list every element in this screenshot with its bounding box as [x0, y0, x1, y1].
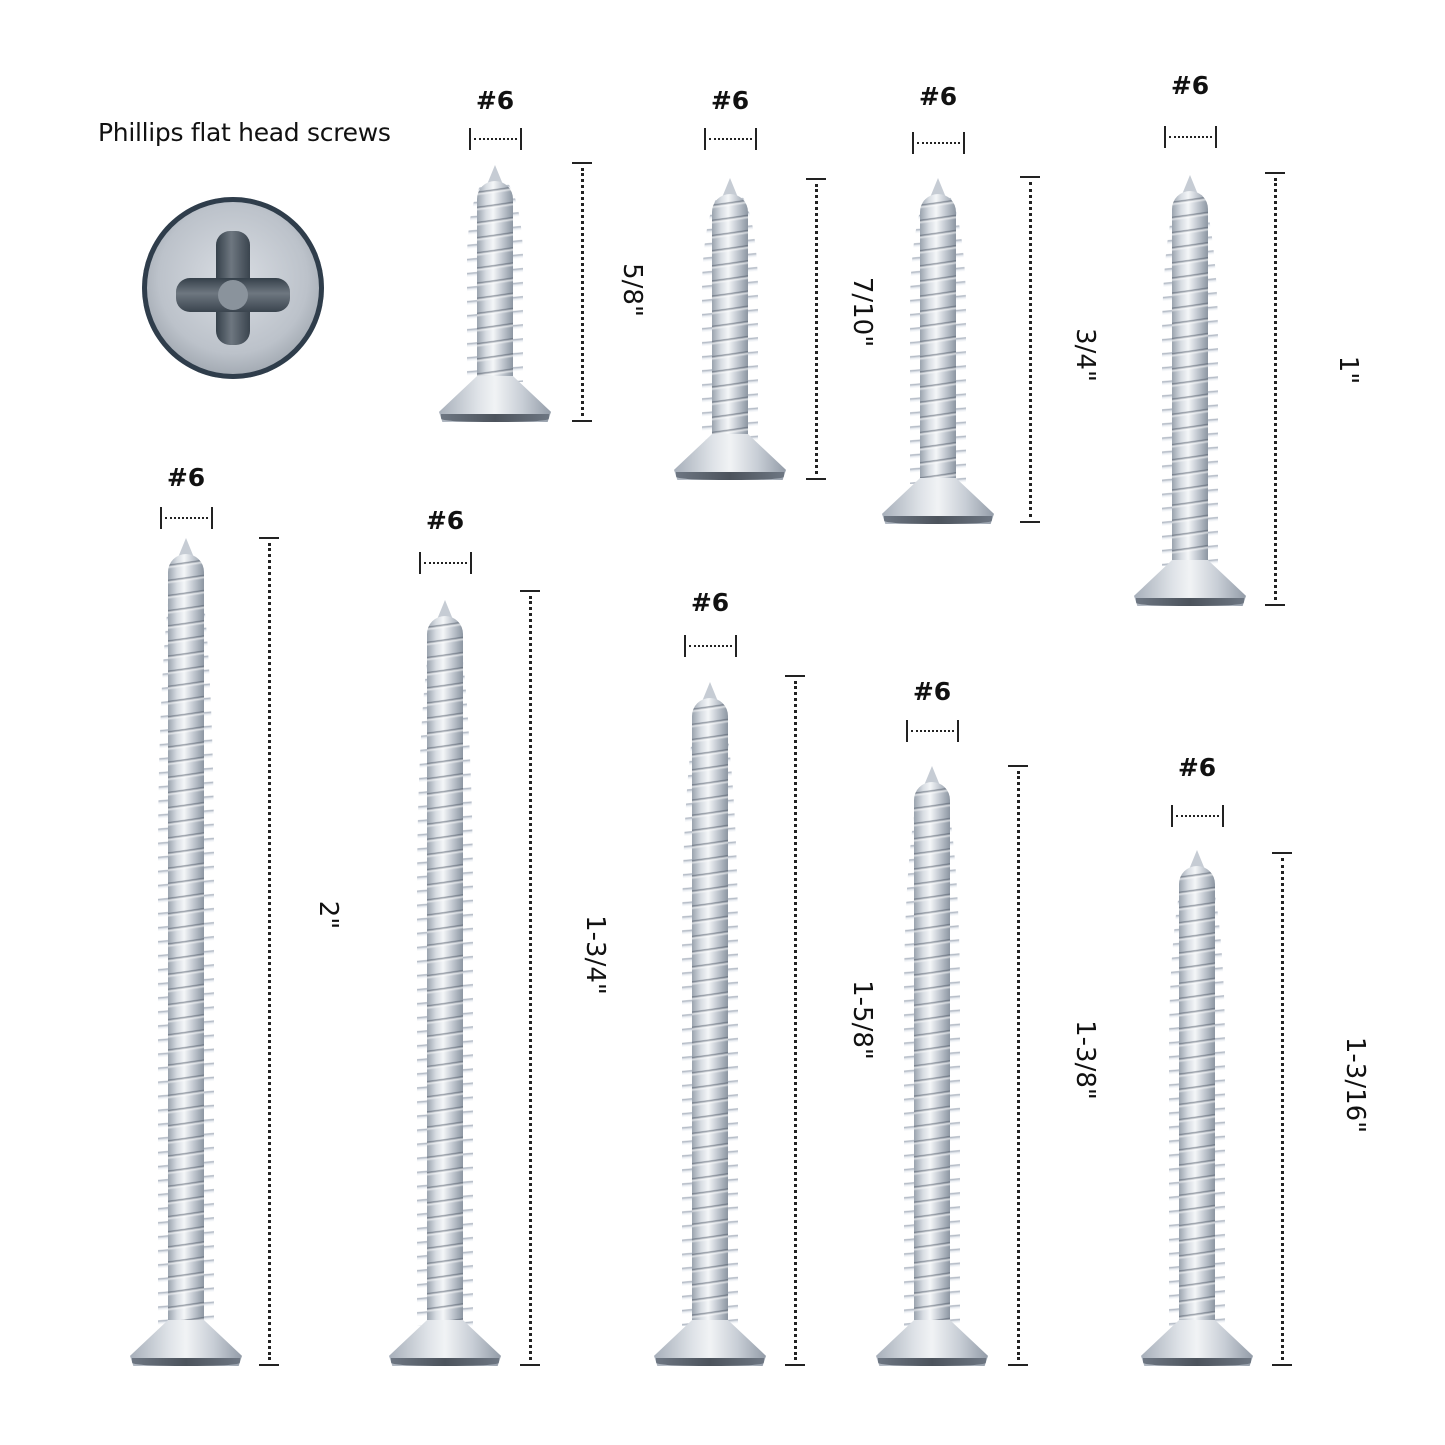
screw-shank: [692, 698, 728, 1326]
length-dimension-line: [1008, 765, 1028, 1366]
diameter-marker: [1164, 126, 1217, 148]
length-label: 1-3/8": [1070, 1020, 1100, 1100]
length-dimension-line: [1265, 172, 1285, 606]
length-dimension-line: [1272, 852, 1292, 1366]
flat-head-screw-icon: [385, 600, 505, 1366]
length-label: 1-3/4": [580, 915, 610, 995]
product-title: Phillips flat head screws: [98, 118, 391, 147]
gauge-label: #6: [710, 86, 750, 115]
diameter-marker: [912, 132, 965, 154]
gauge-label: #6: [425, 506, 465, 535]
flat-head-screw-icon: [1137, 850, 1257, 1366]
countersunk-head: [882, 478, 994, 524]
length-dimension-line: [1020, 176, 1040, 523]
diameter-marker: [906, 720, 959, 742]
gauge-label: #6: [690, 588, 730, 617]
screw-shank: [168, 554, 204, 1326]
screw-shank: [712, 194, 748, 440]
length-dimension-line: [259, 537, 279, 1366]
diameter-marker: [160, 507, 213, 529]
length-label: 5/8": [617, 263, 647, 317]
phillips-cross-center: [218, 280, 248, 310]
screw-shank: [1172, 191, 1208, 566]
phillips-head-top-view: [142, 197, 324, 379]
gauge-label: #6: [166, 463, 206, 492]
countersunk-head: [876, 1320, 988, 1366]
length-label: 1": [1333, 355, 1363, 385]
countersunk-head: [674, 434, 786, 480]
length-label: 1-3/16": [1340, 1036, 1370, 1134]
length-label: 2": [313, 900, 343, 930]
flat-head-screw-icon: [670, 178, 790, 480]
length-dimension-line: [806, 178, 826, 480]
length-label: 3/4": [1070, 328, 1100, 382]
flat-head-screw-icon: [878, 178, 998, 524]
countersunk-head: [654, 1320, 766, 1366]
diameter-marker: [419, 552, 472, 574]
screw-shank: [914, 782, 950, 1326]
gauge-label: #6: [918, 82, 958, 111]
flat-head-screw-icon: [126, 538, 246, 1366]
countersunk-head: [389, 1320, 501, 1366]
length-dimension-line: [785, 675, 805, 1366]
screw-shank: [1179, 866, 1215, 1326]
diameter-marker: [1171, 805, 1224, 827]
countersunk-head: [1141, 1320, 1253, 1366]
screw-shank: [920, 194, 956, 484]
countersunk-head: [1134, 560, 1246, 606]
length-label: 7/10": [847, 276, 877, 348]
flat-head-screw-icon: [1130, 175, 1250, 606]
gauge-label: #6: [1170, 71, 1210, 100]
length-dimension-line: [572, 162, 592, 422]
length-dimension-line: [520, 590, 540, 1366]
diameter-marker: [469, 128, 522, 150]
diameter-marker: [684, 635, 737, 657]
screw-shank: [427, 616, 463, 1326]
gauge-label: #6: [1177, 753, 1217, 782]
countersunk-head: [439, 376, 551, 422]
flat-head-screw-icon: [872, 766, 992, 1366]
diameter-marker: [704, 128, 757, 150]
flat-head-screw-icon: [435, 165, 555, 422]
countersunk-head: [130, 1320, 242, 1366]
gauge-label: #6: [475, 86, 515, 115]
flat-head-screw-icon: [650, 682, 770, 1366]
gauge-label: #6: [912, 677, 952, 706]
screw-shank: [477, 181, 513, 382]
